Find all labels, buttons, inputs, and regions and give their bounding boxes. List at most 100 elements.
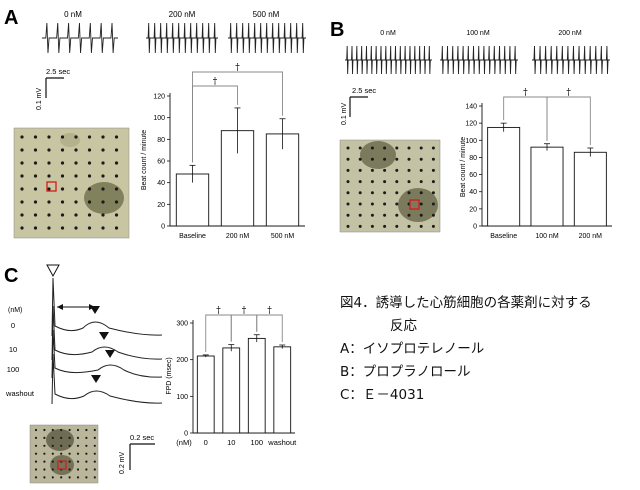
electrode-dot	[47, 161, 51, 165]
electrode-dot	[346, 146, 350, 150]
electrode-dot	[431, 224, 435, 228]
electrode-dot	[74, 200, 78, 204]
electrode-dot	[76, 468, 80, 471]
electrode-dot	[60, 200, 65, 204]
electrode-dot	[20, 161, 24, 165]
panel-c-time-scale: 0.2 sec	[130, 433, 154, 442]
electrode-dot	[93, 444, 96, 447]
significance-bracket-2	[256, 314, 283, 342]
electrode-dot	[74, 213, 78, 217]
electrode-dot	[60, 174, 65, 178]
electrode-dot	[358, 213, 362, 217]
bar-10	[222, 347, 241, 434]
electrode-dot	[60, 428, 63, 432]
panel-b-trace-0nm	[345, 45, 432, 75]
electrode-dot	[74, 226, 78, 230]
electrode-dot	[370, 191, 374, 195]
significance-marker-1: †	[242, 306, 247, 316]
electrode-dot	[74, 148, 78, 152]
electrode-dot	[407, 224, 411, 228]
panel-a-voltage-scale: 0.1 mV	[36, 87, 43, 110]
electrode-dot	[33, 213, 38, 217]
electrode-dot	[431, 168, 435, 172]
y-tick-label: 0	[161, 224, 165, 231]
panel-c-voltage-scale: 0.2 mV	[119, 451, 126, 474]
electrode-dot	[60, 148, 65, 152]
y-tick-label: 80	[469, 155, 477, 162]
electrode-dot	[51, 468, 54, 471]
panel-c-trace-label-3: washout	[5, 389, 35, 398]
electrode-dot	[358, 146, 362, 150]
electrode-dot	[74, 161, 78, 165]
y-tick-label: 100	[465, 138, 477, 145]
electrode-dot	[43, 444, 46, 447]
electrode-dot	[43, 460, 46, 463]
electrode-dot	[346, 224, 350, 228]
y-tick-label: 120	[153, 94, 165, 101]
electrode-dot	[74, 174, 78, 178]
electrode-dot	[93, 428, 96, 432]
electrode-dot	[51, 452, 54, 455]
y-tick-label: 140	[465, 104, 477, 111]
electrode-dot	[60, 161, 65, 165]
panel-b-trace-100nm	[440, 45, 518, 75]
caption-item-c: C：Ｅ－4031	[340, 387, 425, 403]
electrode-dot	[47, 200, 51, 204]
electrode-dot	[87, 200, 92, 204]
electrode-dot	[346, 180, 350, 184]
electrode-dot	[93, 460, 96, 463]
electrode-dot	[370, 168, 374, 172]
electrode-dot	[20, 200, 24, 204]
panel-a-letter: A	[4, 7, 18, 29]
electrode-dot	[358, 180, 362, 184]
electrode-dot	[34, 452, 38, 455]
electrode-dot	[20, 174, 24, 178]
electrode-dot	[114, 161, 119, 165]
electrode-dot	[60, 444, 63, 447]
electrode-dot	[33, 200, 38, 204]
panel-c-scale-bar	[129, 443, 155, 470]
panel-c-x-unit: (nM)	[176, 438, 192, 447]
electrode-dot	[60, 226, 65, 230]
significance-marker-1: †	[566, 88, 571, 98]
panel-c-trace-label-0: 0	[11, 321, 15, 330]
electrode-dot	[43, 452, 46, 455]
panel-a-trace-200nm	[146, 22, 218, 54]
electrode-dot	[346, 191, 350, 195]
significance-marker-0: †	[216, 306, 221, 316]
electrode-dot	[68, 428, 71, 432]
bar-100	[247, 337, 266, 434]
panel-b-bar-chart: Beat count / minute 020406080100120140Ba…	[460, 88, 612, 240]
electrode-dot	[85, 452, 88, 455]
significance-bracket-1	[546, 96, 591, 145]
electrode-dot	[395, 146, 399, 150]
electrode-dot	[419, 180, 423, 184]
significance-marker-0: †	[213, 77, 218, 87]
significance-marker-2: †	[267, 306, 272, 316]
electrode-dot	[34, 428, 38, 432]
electrode-dot	[395, 224, 399, 228]
electrode-dot	[370, 157, 374, 161]
electrode-dot	[93, 468, 96, 471]
y-tick-label: 200	[176, 357, 188, 364]
significance-bracket-1	[230, 314, 258, 342]
electrode-dot	[358, 191, 362, 195]
repolarization-marker-0	[90, 306, 100, 314]
electrode-dot	[419, 213, 423, 217]
electrode-dot	[60, 187, 65, 191]
electrode-dot	[395, 191, 399, 195]
electrode-dot	[93, 452, 96, 455]
panel-c-electrode-array-photo	[29, 424, 99, 484]
panel-b-trace-label-1: 100 nM	[466, 30, 490, 37]
electrode-dot	[76, 436, 80, 439]
electrode-dot	[370, 146, 374, 150]
electrode-dot	[74, 135, 78, 139]
electrode-dot	[85, 428, 88, 432]
electrode-dot	[383, 157, 387, 161]
electrode-dot	[34, 460, 38, 463]
electrode-dot	[33, 226, 38, 230]
panel-c-repolarization-markers	[90, 306, 115, 383]
category-label-0: 0	[204, 438, 208, 447]
